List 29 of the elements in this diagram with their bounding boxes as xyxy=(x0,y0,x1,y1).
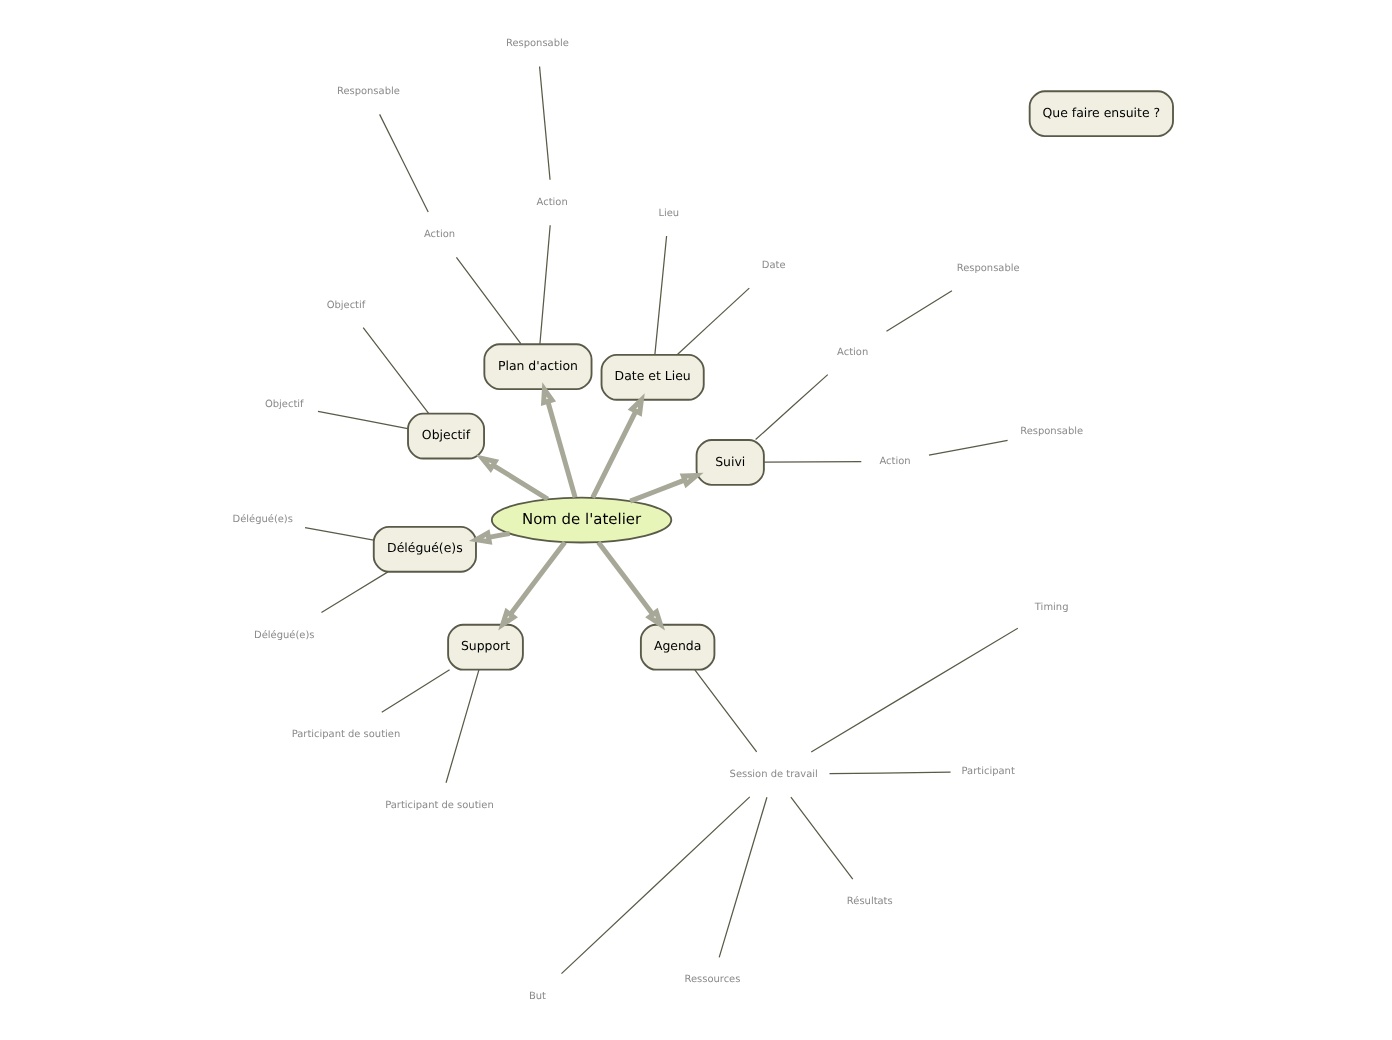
connector xyxy=(827,771,951,775)
connector xyxy=(316,410,408,430)
connector xyxy=(789,796,853,880)
connector xyxy=(303,527,374,541)
connector xyxy=(454,256,521,345)
connector xyxy=(380,669,450,713)
arrow xyxy=(467,529,510,545)
connector xyxy=(675,287,749,356)
connector xyxy=(378,113,428,213)
connector xyxy=(884,290,952,332)
connector xyxy=(537,65,550,181)
arrow xyxy=(497,540,566,631)
connector xyxy=(927,439,1008,456)
connector xyxy=(319,571,388,614)
connector xyxy=(559,796,750,975)
connector xyxy=(538,224,550,345)
connector xyxy=(717,796,767,959)
arrow xyxy=(628,472,703,504)
connector xyxy=(762,461,861,463)
arrow xyxy=(589,393,644,499)
connector xyxy=(753,373,828,441)
connector xyxy=(809,627,1018,753)
arrow xyxy=(474,454,549,502)
connector xyxy=(444,669,479,784)
connector xyxy=(653,235,667,356)
arrow xyxy=(595,540,664,631)
connector xyxy=(693,669,757,753)
connector xyxy=(361,327,429,414)
arrow xyxy=(539,382,577,499)
